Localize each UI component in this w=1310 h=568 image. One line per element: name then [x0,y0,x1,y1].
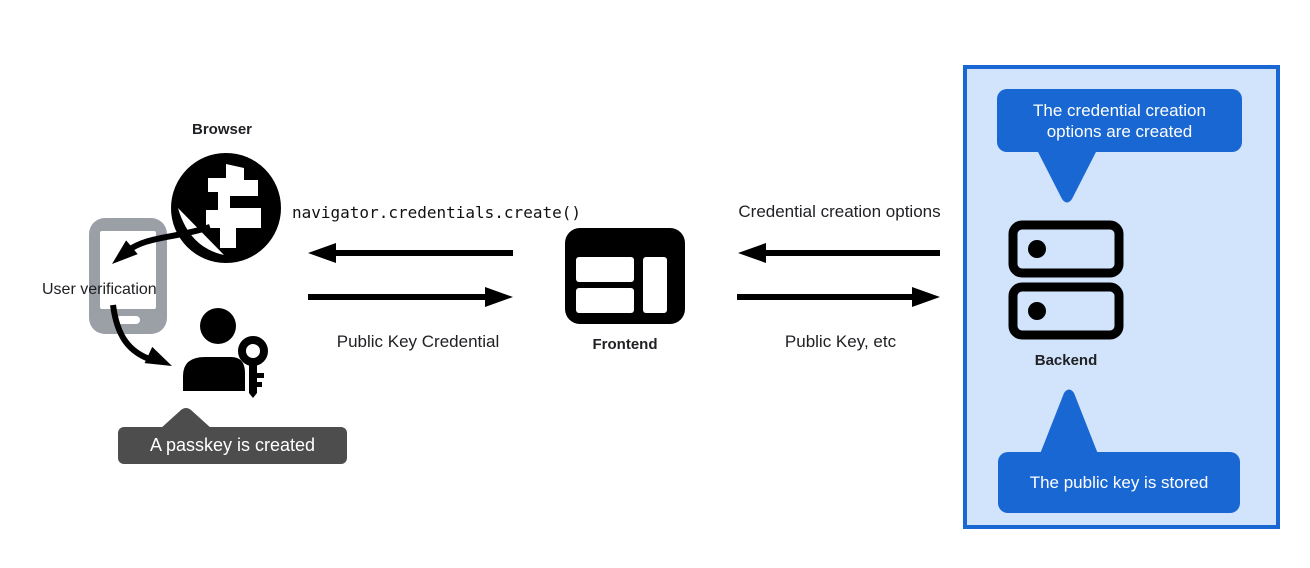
create-call-label: navigator.credentials.create() [292,203,581,222]
browser-window-icon [565,228,685,324]
passkey-tooltip-pointer-icon [160,408,212,429]
person-with-key-icon [183,308,268,398]
arrow-browser-to-frontend [308,287,513,307]
frontend-label: Frontend [592,336,658,353]
arrow-backend-to-frontend [738,243,940,263]
backend-label: Backend [1034,352,1098,369]
browser-label: Browser [191,121,253,138]
bubble-pointer-down-icon [1037,150,1097,203]
smartphone-icon [89,218,167,334]
bubble-credential-options: The credential creation options are crea… [997,89,1242,152]
passkey-tooltip: A passkey is created [118,427,347,464]
bubble-credential-options-text: The credential creation options are crea… [1033,100,1206,141]
public-key-credential-label: Public Key Credential [336,332,500,351]
user-verification-label: User verification [42,281,157,298]
passkey-tooltip-text: A passkey is created [149,435,316,455]
bubble-public-key-stored-text: The public key is stored [1029,473,1209,492]
public-key-etc-label: Public Key, etc [784,332,897,351]
backend-panel: The credential creation options are crea… [963,65,1280,529]
server-stack-icon [1008,220,1124,340]
arrow-frontend-to-browser [308,243,513,263]
globe-icon [171,153,281,263]
bubble-public-key-stored: The public key is stored [998,452,1240,513]
bubble-pointer-up-icon [1040,389,1098,454]
credential-creation-options-label: Credential creation options [738,202,941,221]
arrow-frontend-to-backend [737,287,940,307]
